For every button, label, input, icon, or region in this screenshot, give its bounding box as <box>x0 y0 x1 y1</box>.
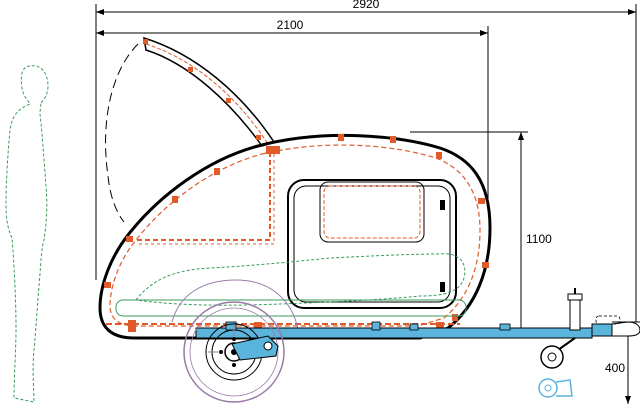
wheel-fender <box>171 279 299 331</box>
reclining-person <box>135 253 466 306</box>
floor-frame <box>106 320 460 332</box>
trailer-door <box>287 179 457 309</box>
dimension-body-height: 1100 <box>410 131 552 336</box>
jockey-wheel <box>540 288 583 369</box>
suspension-arm <box>231 335 279 361</box>
mattress <box>115 299 467 317</box>
dimension-body-length: 2100 <box>96 18 489 200</box>
door-hinge-top <box>440 200 445 210</box>
open-hatch <box>143 36 276 147</box>
galley-frame <box>134 152 275 245</box>
dimension-overall-length: 2920 <box>95 0 637 322</box>
shell-ribs <box>104 134 489 321</box>
trailer-inner-frame <box>109 144 481 327</box>
overall-length-label: 2920 <box>353 0 380 11</box>
hitch-height-label: 400 <box>605 361 625 375</box>
door-hinge-bottom <box>440 282 445 292</box>
hitch-coupler <box>591 315 640 337</box>
human-silhouette <box>5 65 49 403</box>
door-window <box>319 181 425 243</box>
hatch-swing-arc <box>105 43 139 223</box>
jockey-wheel-stowed <box>538 378 573 398</box>
body-height-label: 1100 <box>526 232 552 246</box>
body-length-label: 2100 <box>277 18 304 32</box>
